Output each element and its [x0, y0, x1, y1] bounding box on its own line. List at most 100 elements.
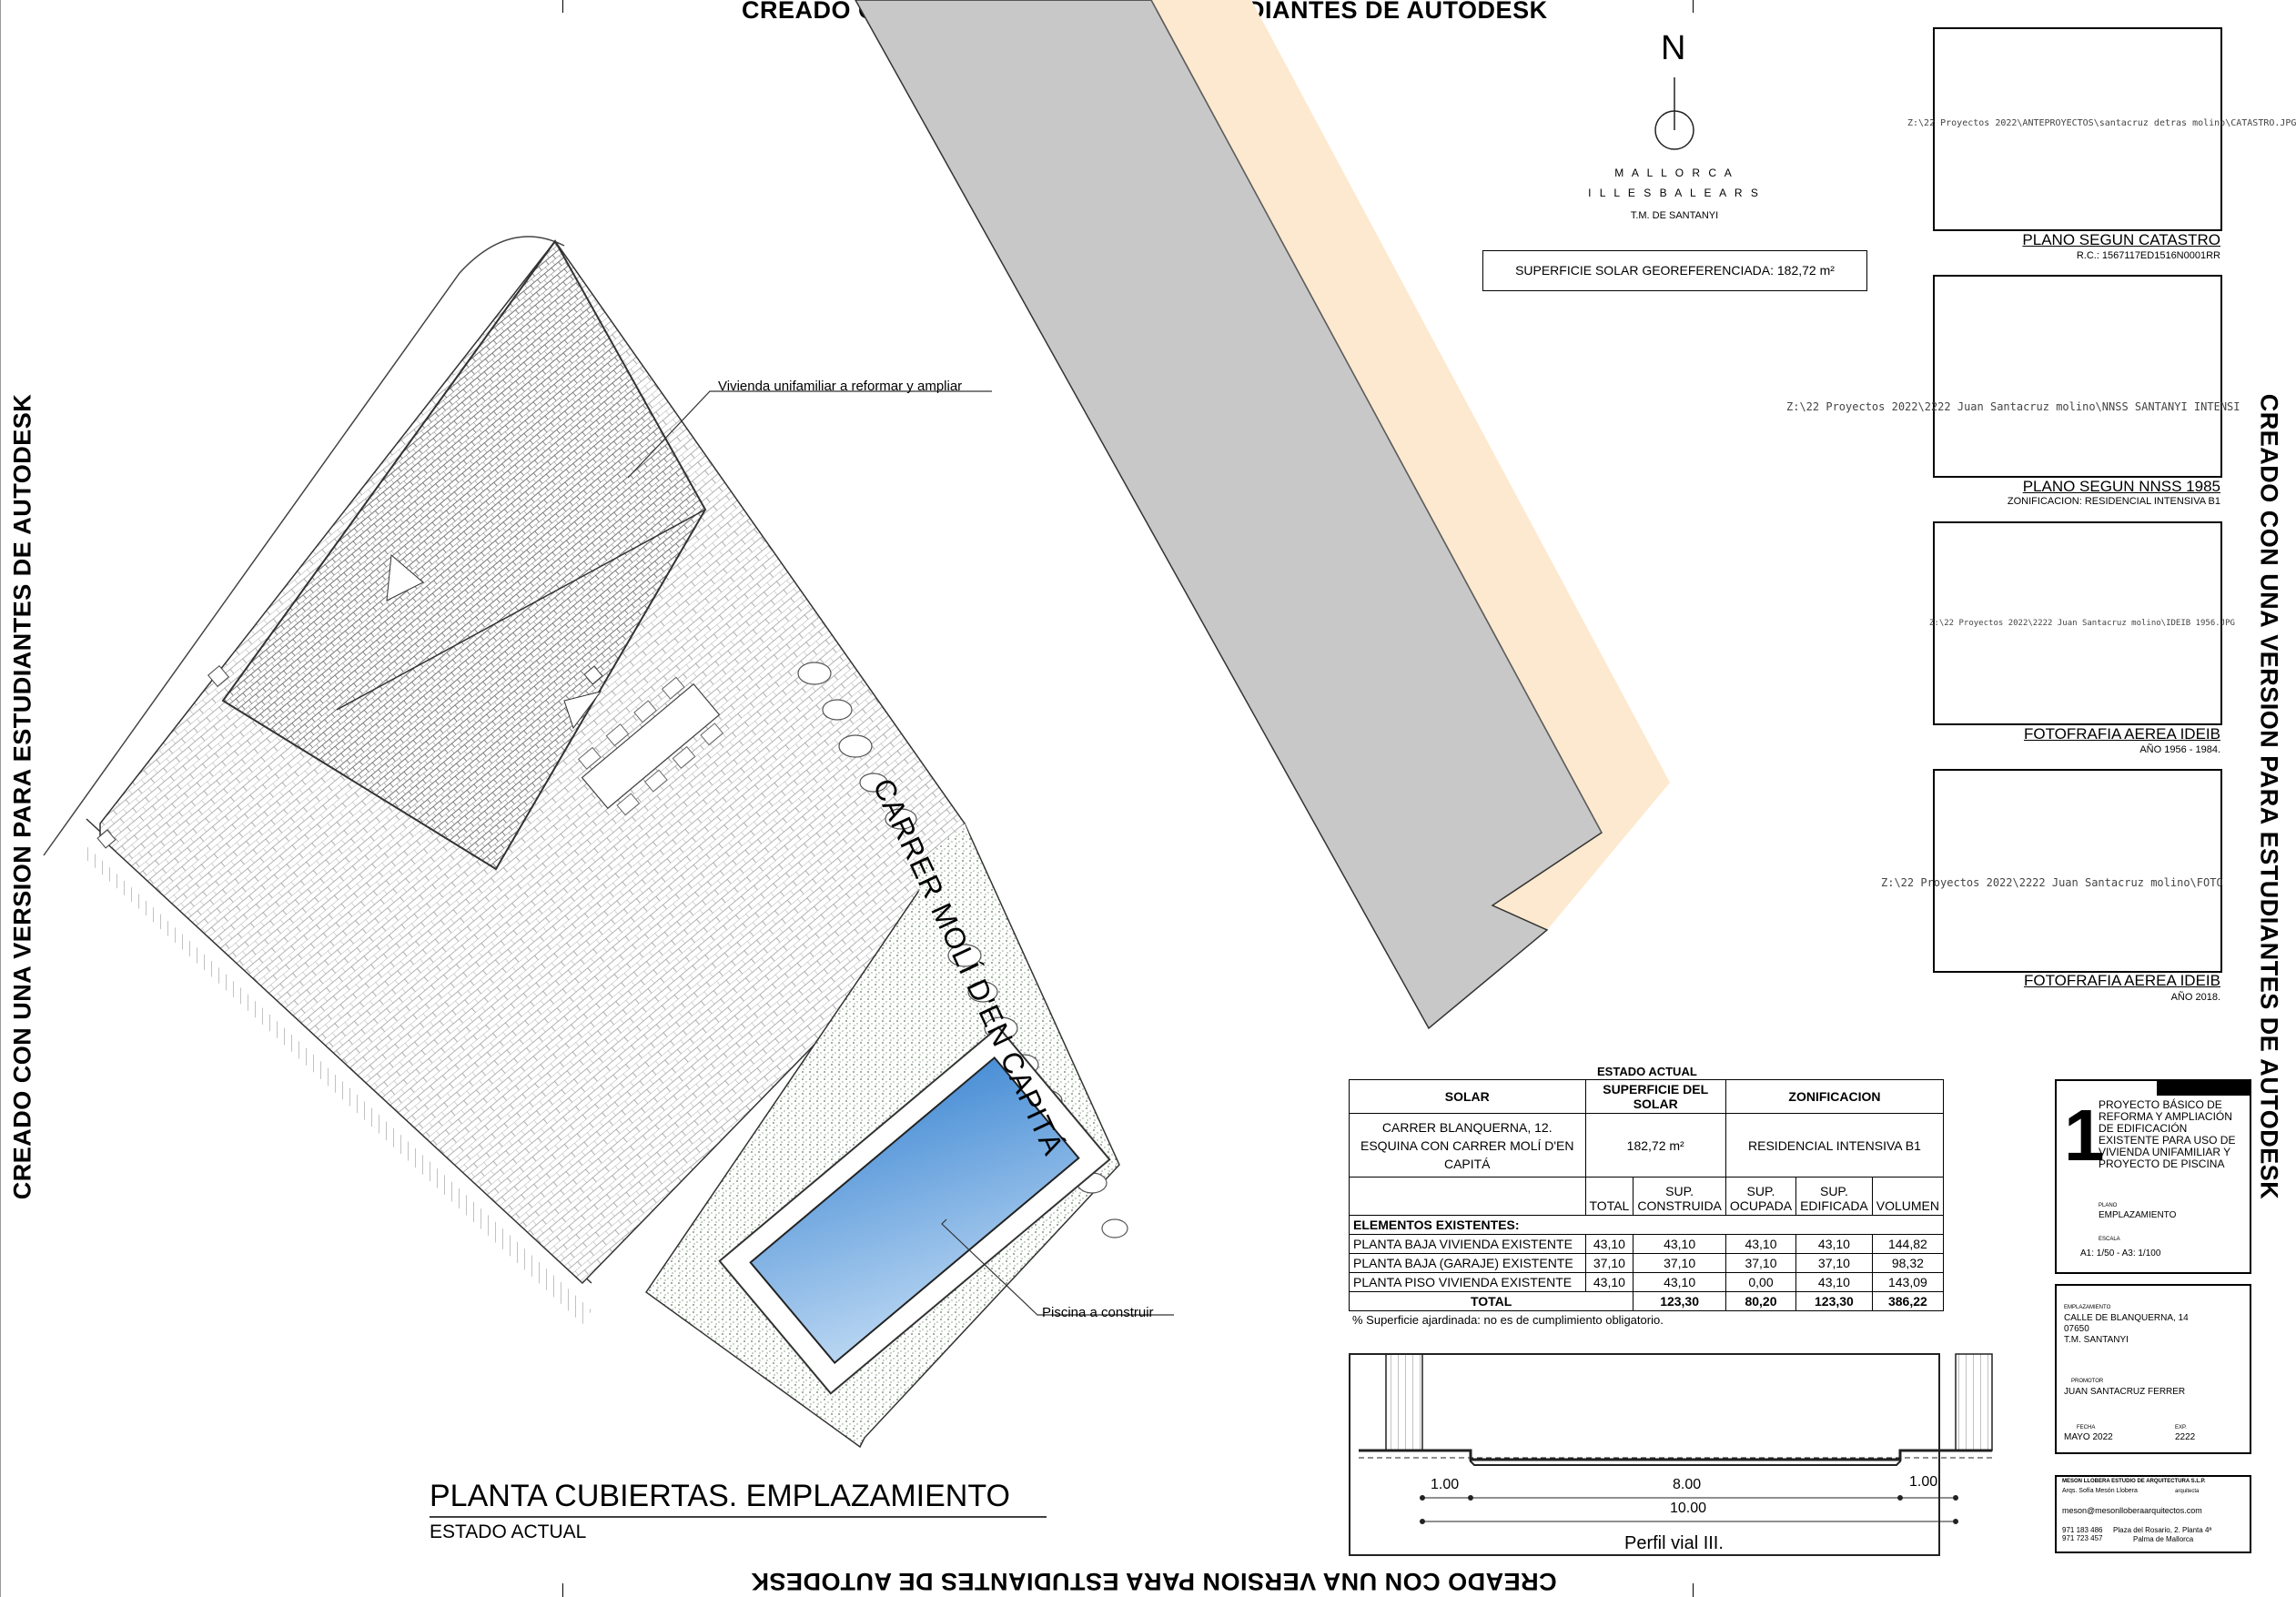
cell: 123,30 — [1795, 1291, 1873, 1311]
table-row: PLANTA BAJA VIVIENDA EXISTENTE 43,10 43,… — [1349, 1234, 1945, 1254]
studio-phone-2: 971 723 457 — [2062, 1534, 2103, 1542]
titleblock-bar — [2157, 1079, 2251, 1096]
panel-subtitle: AÑO 1956 - 1984. — [2139, 744, 2220, 755]
frame-tick — [1693, 1583, 1694, 1597]
escala-value: A1: 1/50 - A3: 1/100 — [2080, 1248, 2161, 1258]
cell: 43,10 — [1633, 1272, 1726, 1292]
table-row: PLANTA BAJA (GARAJE) EXISTENTE 37,10 37,… — [1349, 1253, 1945, 1273]
exp-label: EXP. — [2175, 1425, 2187, 1430]
zonificacion-value: RESIDENCIAL INTENSIVA B1 — [1725, 1113, 1945, 1178]
panel-nnss — [1933, 275, 2222, 478]
col-ocupada: SUP. OCUPADA — [1725, 1177, 1797, 1216]
promotor-value: JUAN SANTACRUZ FERRER — [2064, 1387, 2186, 1397]
project-name: PROYECTO BÁSICO DE REFORMA Y AMPLIACIÓN … — [2099, 1098, 2236, 1170]
panel-catastro — [1933, 27, 2222, 231]
plan-subtitle: ESTADO ACTUAL — [430, 1521, 587, 1542]
cell: 37,10 — [1795, 1253, 1873, 1273]
dim-left: 1.00 — [1431, 1477, 1460, 1492]
cell: 37,10 — [1633, 1253, 1726, 1273]
panel-ideib-2018 — [1933, 769, 2222, 973]
escala-label: ESCALA — [2099, 1237, 2120, 1242]
cell: 43,10 — [1584, 1234, 1634, 1254]
cell: 123,30 — [1633, 1291, 1726, 1311]
estado-table: SOLAR SUPERFICIE DEL SOLAR ZONIFICACION … — [1348, 1079, 1945, 1311]
architect-tag: arquitecta — [2175, 1489, 2200, 1494]
emplazamiento-line3: T.M. SANTANYI — [2064, 1335, 2129, 1345]
exp-value: 2222 — [2175, 1432, 2196, 1442]
studio-address-1: Plaza del Rosario, 2. Planta 4ª — [2113, 1526, 2212, 1534]
col-construida: SUP. CONSTRUIDA — [1633, 1177, 1726, 1216]
emplazamiento-line2: 07650 — [2064, 1324, 2089, 1334]
titleblock-studio: MESON LLOBERA ESTUDIO DE ARQUITECTURA S.… — [2055, 1475, 2251, 1553]
panel-path: Z:\22 Proyectos 2022\2222 Juan Santacruz… — [1786, 400, 2240, 413]
wall-hatch — [86, 846, 592, 1324]
frame-tick — [562, 1583, 563, 1597]
panel-path: Z:\22 Proyectos 2022\2222 Juan Santacruz… — [1929, 619, 2235, 628]
dim-right: 1.00 — [1909, 1474, 1938, 1490]
row-name: PLANTA PISO VIVIENDA EXISTENTE — [1349, 1272, 1586, 1292]
panel-ideib-1956 — [1933, 521, 2222, 725]
col-zonificacion: ZONIFICACION — [1725, 1079, 1945, 1114]
total-row: TOTAL 123,30 80,20 123,30 386,22 — [1348, 1291, 1945, 1311]
frame-tick — [562, 0, 563, 13]
superficie-box: SUPERFICIE SOLAR GEOREFERENCIADA: 182,72… — [1482, 250, 1867, 291]
titleblock-project: 1 PROYECTO BÁSICO DE REFORMA Y AMPLIACIÓ… — [2055, 1079, 2251, 1274]
panel-title: FOTOFRAFIA AEREA IDEIB — [2023, 972, 2220, 989]
panel-subtitle: AÑO 2018. — [2170, 992, 2220, 1003]
superficie-value: 182,72 m² — [1584, 1113, 1726, 1178]
drawing-number: 1 — [2064, 1095, 2105, 1176]
cell: 143,09 — [1871, 1272, 1945, 1292]
section-label: ELEMENTOS EXISTENTES: — [1349, 1215, 1944, 1235]
titleblock-location: EMPLAZAMIENTO CALLE DE BLANQUERNA, 14 07… — [2055, 1284, 2251, 1454]
fecha-value: MAYO 2022 — [2064, 1432, 2113, 1442]
panel-title: PLANO SEGUN CATASTRO — [2022, 231, 2220, 248]
emplazamiento-label: EMPLAZAMIENTO — [2064, 1305, 2111, 1310]
col-total: TOTAL — [1584, 1177, 1634, 1216]
plano-value: EMPLAZAMIENTO — [2099, 1210, 2177, 1220]
emplazamiento-line1: CALLE DE BLANQUERNA, 14 — [2064, 1313, 2189, 1323]
blank-cell — [1349, 1177, 1586, 1216]
plano-label: PLANO — [2099, 1203, 2118, 1208]
total-label: TOTAL — [1348, 1291, 1634, 1311]
plot-boundary-curve — [43, 236, 565, 856]
cell: 144,82 — [1871, 1234, 1945, 1254]
cell: 43,10 — [1725, 1234, 1797, 1254]
panel-path: Z:\22 Proyectos 2022\2222 Juan Santacruz… — [1881, 876, 2223, 889]
studio-name: MESON LLOBERA ESTUDIO DE ARQUITECTURA S.… — [2062, 1479, 2206, 1484]
cell: 37,10 — [1584, 1253, 1634, 1273]
cell: 43,10 — [1633, 1234, 1726, 1254]
perfil-label: Perfil vial III. — [1624, 1533, 1724, 1553]
road-sidewalk — [1151, 0, 1670, 930]
row-name: PLANTA BAJA VIVIENDA EXISTENTE — [1349, 1234, 1586, 1254]
cell: 43,10 — [1584, 1272, 1634, 1292]
table-row: PLANTA PISO VIVIENDA EXISTENTE 43,10 43,… — [1349, 1272, 1945, 1292]
col-volumen: VOLUMEN — [1871, 1177, 1945, 1216]
frame-tick — [1693, 0, 1694, 13]
north-line2: I L L E S B A L E A R S — [1588, 187, 1761, 199]
dim-total: 10.00 — [1670, 1501, 1707, 1516]
promotor-label: PROMOTOR — [2071, 1379, 2104, 1384]
cell: 37,10 — [1725, 1253, 1797, 1273]
fecha-label: FECHA — [2077, 1425, 2096, 1430]
row-name: PLANTA BAJA (GARAJE) EXISTENTE — [1349, 1253, 1586, 1273]
col-edificada: SUP. EDIFICADA — [1795, 1177, 1873, 1216]
col-superficie: SUPERFICIE DEL SOLAR — [1584, 1079, 1726, 1114]
panel-subtitle: R.C.: 1567117ED1516N0001RR — [2076, 250, 2220, 261]
col-solar: SOLAR — [1349, 1079, 1586, 1114]
cell: 43,10 — [1795, 1234, 1873, 1254]
dim-center: 8.00 — [1673, 1477, 1702, 1492]
estado-note: % Superficie ajardinada: no es de cumpli… — [1352, 1313, 1664, 1327]
panel-title: PLANO SEGUN NNSS 1985 — [2022, 478, 2220, 495]
outdoor-table — [577, 676, 724, 816]
panel-subtitle: ZONIFICACION: RESIDENCIAL INTENSIVA B1 — [2007, 496, 2220, 507]
cell: 80,20 — [1725, 1291, 1797, 1311]
studio-phone-1: 971 183 486 — [2062, 1526, 2103, 1534]
pool — [718, 1026, 1111, 1395]
north-line3: T.M. DE SANTANYI — [1630, 210, 1719, 221]
north-letter: N — [1661, 29, 1686, 67]
plan-title: PLANTA CUBIERTAS. EMPLAZAMIENTO — [430, 1479, 1010, 1513]
panel-title: FOTOFRAFIA AEREA IDEIB — [2023, 725, 2220, 743]
road-asphalt — [855, 0, 1602, 1028]
architect-name: Arqs. Sofía Mesón Llobera — [2062, 1488, 2138, 1494]
